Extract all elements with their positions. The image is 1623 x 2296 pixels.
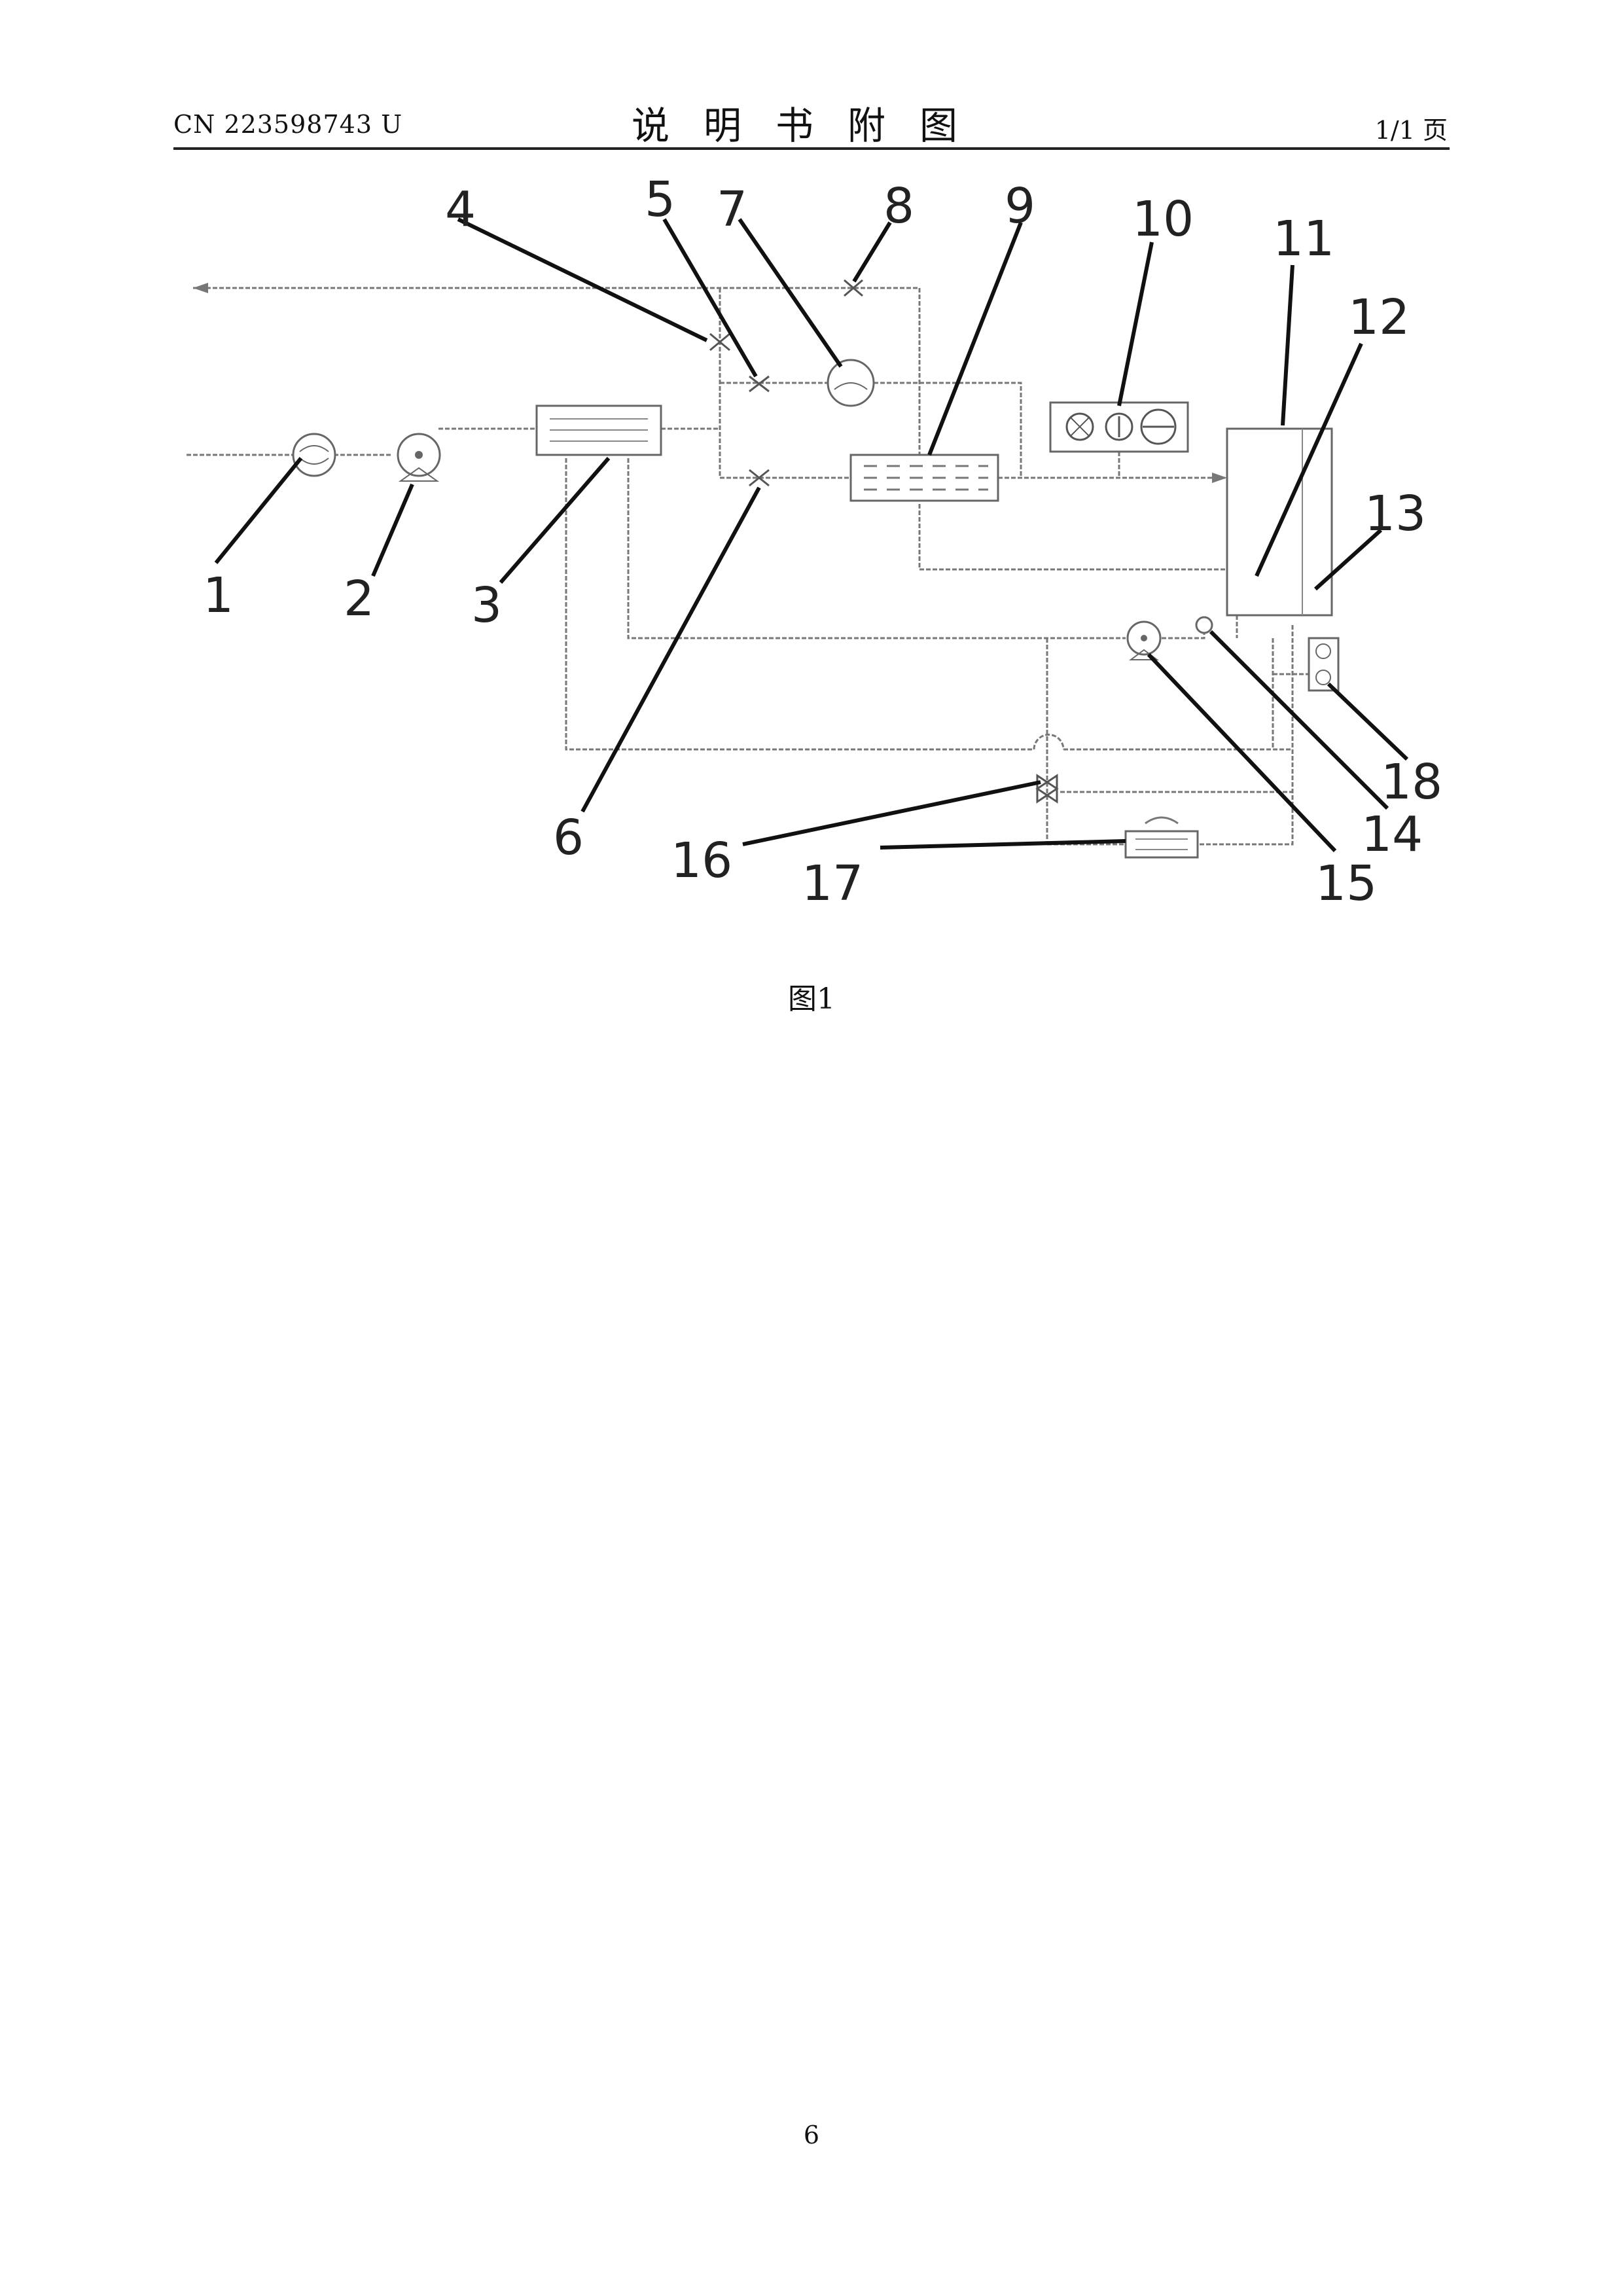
callout-10: 10 [1132, 191, 1194, 247]
callout-1: 1 [203, 567, 234, 624]
arrow-left-icon [193, 283, 208, 293]
callout-13: 13 [1364, 486, 1426, 542]
callout-4: 4 [445, 181, 476, 238]
callout-12: 12 [1348, 289, 1410, 346]
callout-15: 15 [1315, 855, 1377, 912]
valve-8 [844, 280, 863, 296]
cooler-17 [1126, 831, 1198, 857]
callout-8: 8 [883, 178, 914, 234]
callout-5: 5 [645, 171, 675, 228]
callout-16: 16 [671, 833, 732, 889]
sensor-14 [1196, 617, 1212, 633]
figure-caption: 图1 [0, 975, 1623, 1017]
schematic-diagram: 1 2 3 4 5 6 7 8 9 10 11 12 13 14 15 16 1… [0, 0, 1623, 956]
callout-18: 18 [1381, 754, 1442, 810]
flowmeter-1 [293, 434, 335, 476]
callout-3: 3 [471, 577, 502, 634]
callout-6: 6 [553, 810, 584, 866]
pipelines [187, 283, 1335, 844]
callout-9: 9 [1005, 178, 1035, 234]
callout-7: 7 [717, 181, 747, 238]
control-box-18 [1309, 638, 1338, 691]
callout-14: 14 [1361, 806, 1423, 863]
page-number: 6 [0, 2121, 1623, 2149]
callout-11: 11 [1273, 211, 1334, 267]
callout-2: 2 [344, 571, 374, 627]
callout-17: 17 [802, 855, 863, 912]
fan-icon [1145, 817, 1178, 823]
